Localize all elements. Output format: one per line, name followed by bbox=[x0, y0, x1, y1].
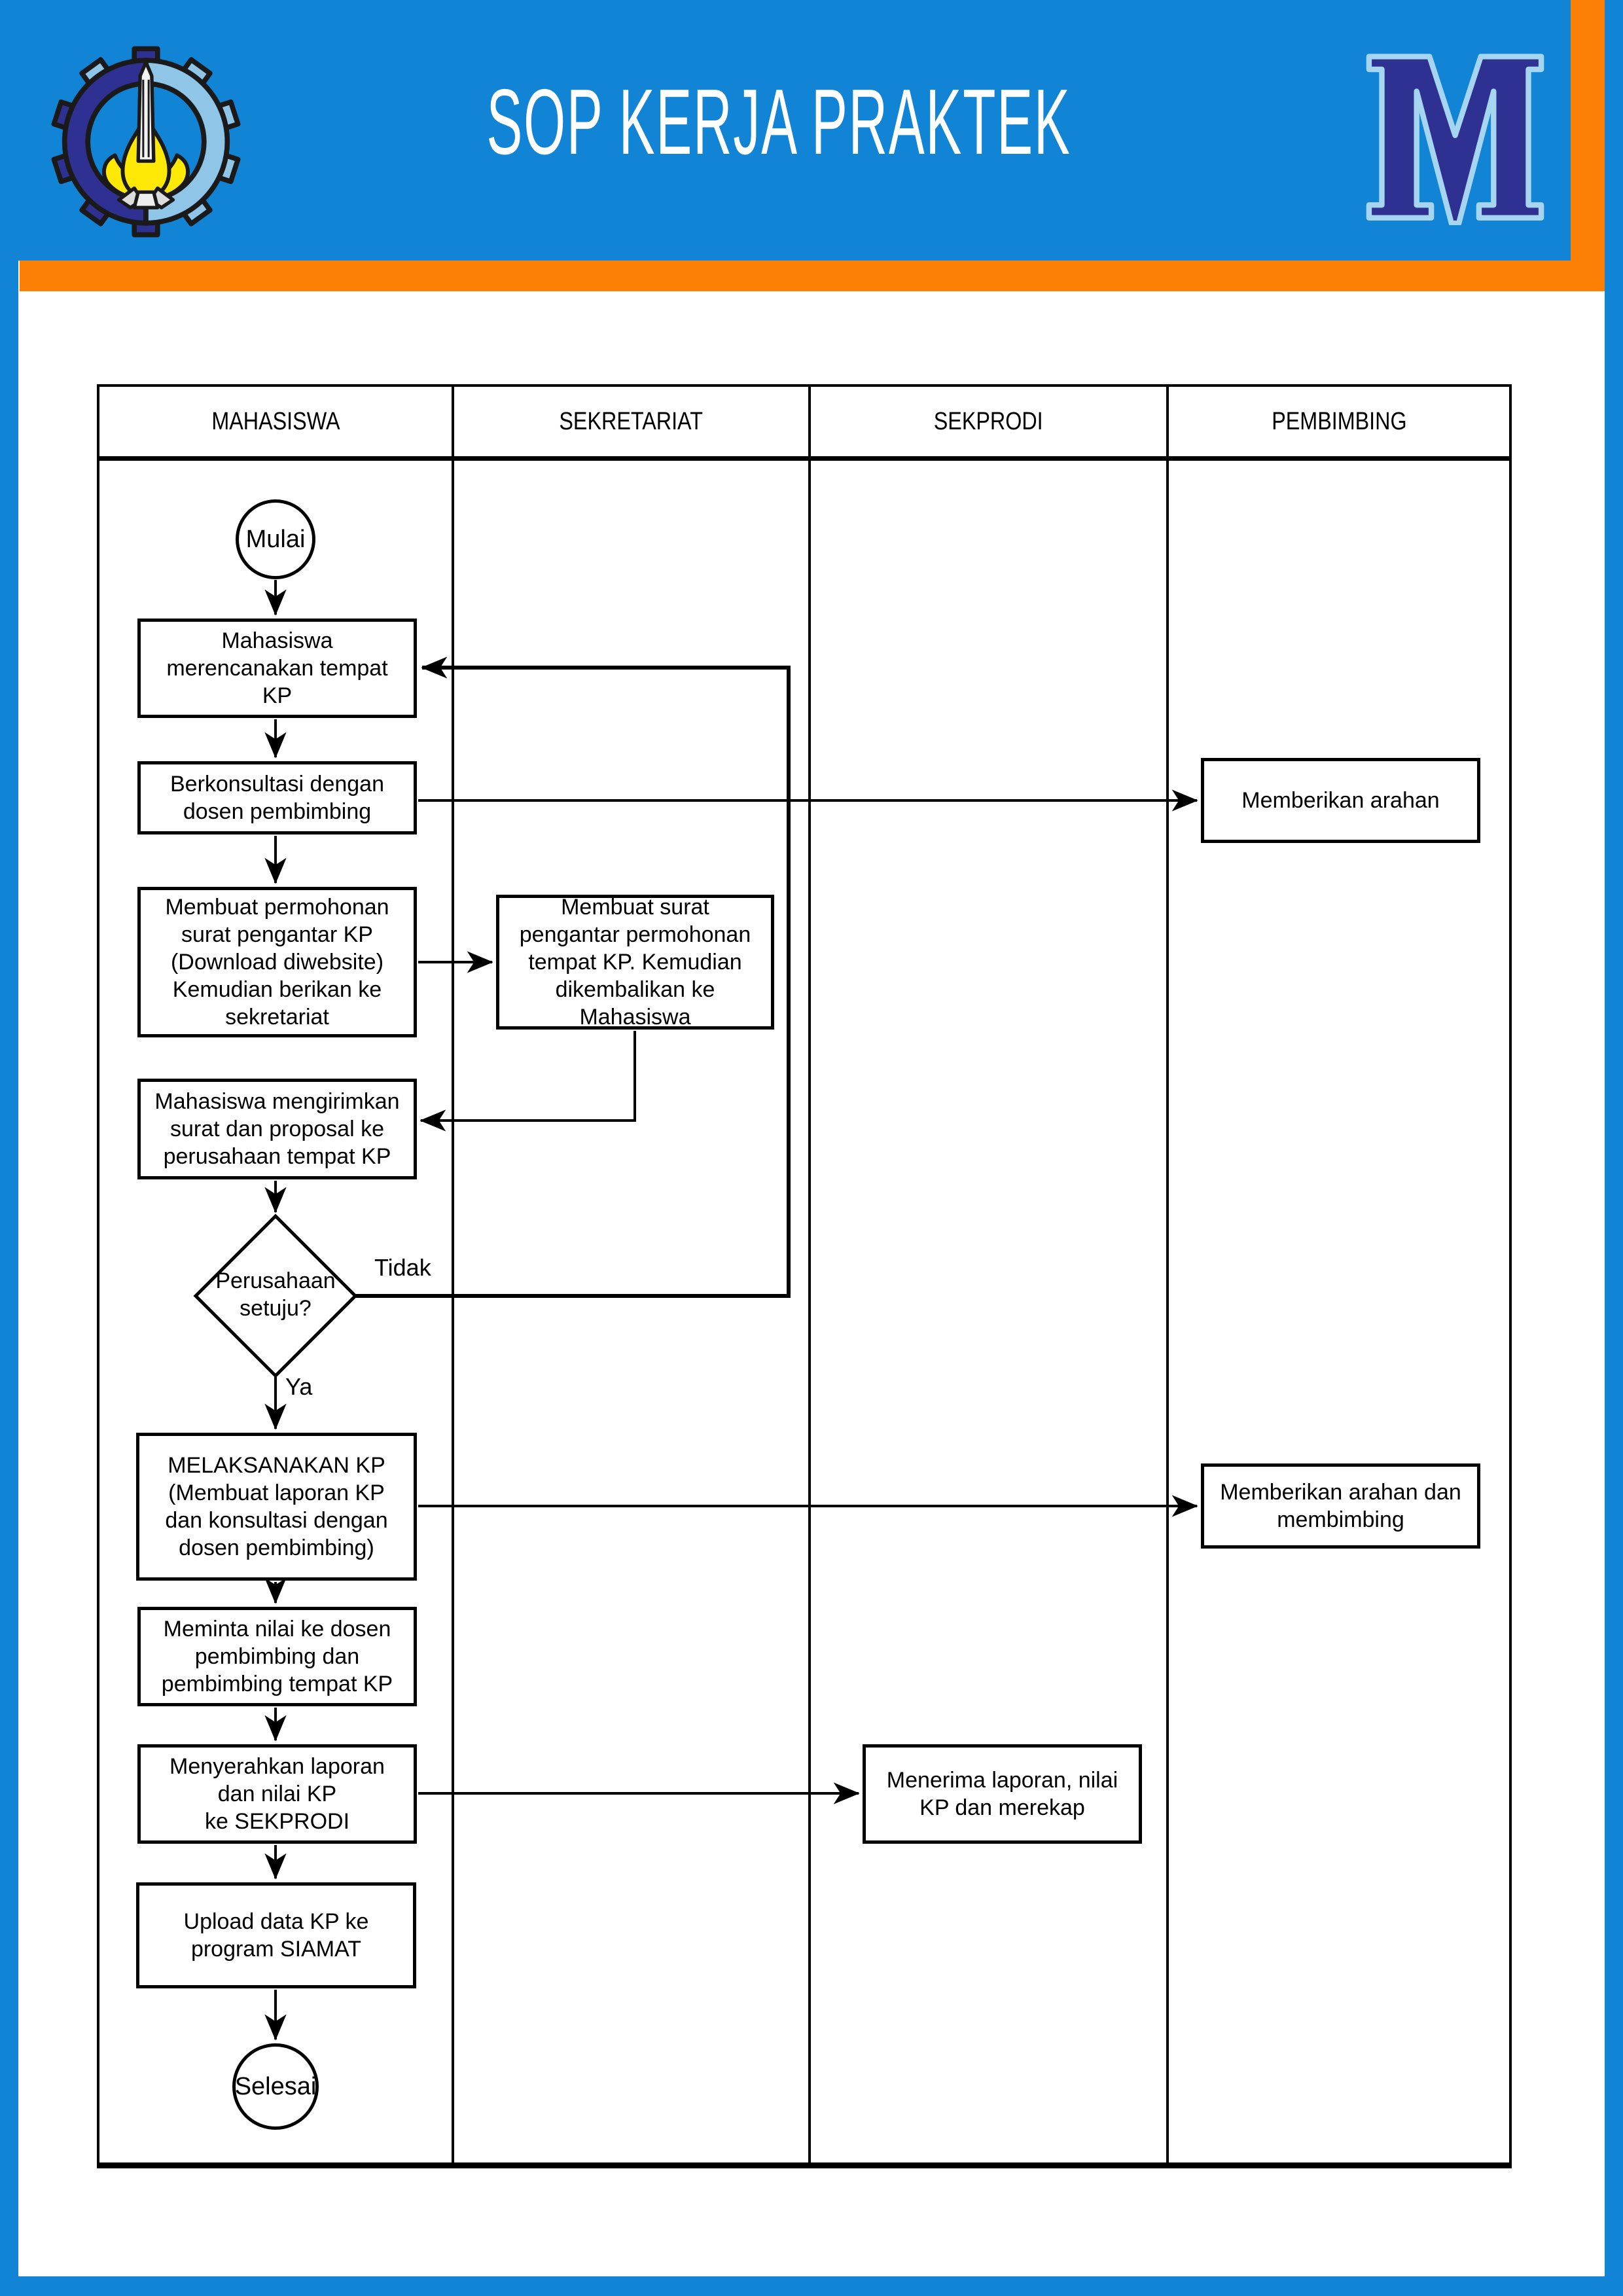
pedestal-base bbox=[116, 186, 175, 209]
node-submit-report: Menyerahkan laporan dan nilai KP ke SEKP… bbox=[137, 1744, 417, 1844]
lane-header-label: MAHASISWA bbox=[211, 407, 340, 435]
decision-no-label: Tidak bbox=[374, 1254, 431, 1281]
m-letterform bbox=[1366, 54, 1544, 225]
lane-header-pembimbing: PEMBIMBING bbox=[1169, 387, 1509, 456]
orange-accent-bar bbox=[20, 260, 1605, 291]
tower-icon bbox=[136, 60, 156, 163]
page-border-right bbox=[1605, 0, 1623, 2296]
lane-divider-2 bbox=[808, 384, 811, 2168]
orange-accent-strip bbox=[1571, 0, 1605, 291]
start-node: Mulai bbox=[236, 499, 315, 579]
decision-yes-label: Ya bbox=[285, 1373, 313, 1400]
page-border-bottom bbox=[0, 2276, 1623, 2296]
node-receive-report: Menerima laporan, nilai KP dan merekap bbox=[863, 1744, 1142, 1844]
lane-header-mahasiswa: MAHASISWA bbox=[99, 387, 452, 456]
node-consult-advisor: Berkonsultasi dengan dosen pembimbing bbox=[137, 761, 417, 834]
node-send-letter: Mahasiswa mengirimkan surat dan proposal… bbox=[137, 1079, 417, 1179]
page-title: SOP KERJA PRAKTEK bbox=[486, 70, 1071, 174]
lane-header-sekretariat: SEKRETARIAT bbox=[454, 387, 808, 456]
lane-divider-1 bbox=[452, 384, 454, 2168]
lane-header-label: PEMBIMBING bbox=[1271, 407, 1407, 435]
lane-header-label: SEKRETARIAT bbox=[559, 407, 704, 435]
end-node: Selesai bbox=[232, 2043, 319, 2130]
node-give-direction: Memberikan arahan bbox=[1201, 758, 1480, 843]
decision-question: Perusahaan setuju? bbox=[215, 1268, 336, 1321]
lane-header-label: SEKPRODI bbox=[934, 407, 1043, 435]
header-banner bbox=[0, 0, 1623, 260]
m-monogram-icon bbox=[1366, 54, 1544, 225]
lane-header-sekprodi: SEKPRODI bbox=[811, 387, 1166, 456]
node-ask-grade: Meminta nilai ke dosen pembimbing dan pe… bbox=[137, 1607, 417, 1706]
node-upload-data: Upload data KP ke program SIAMAT bbox=[136, 1882, 416, 1988]
node-make-letter: Membuat surat pengantar permohonan tempa… bbox=[496, 895, 774, 1030]
node-give-direction-guide: Memberikan arahan dan membimbing bbox=[1201, 1463, 1480, 1549]
page-border-left bbox=[0, 0, 18, 2296]
lane-header-separator bbox=[99, 456, 1509, 461]
node-do-kp: MELAKSANAKAN KP (Membuat laporan KP dan … bbox=[136, 1433, 417, 1581]
node-plan-kp: Mahasiswa merencanakan tempat KP bbox=[137, 619, 417, 718]
lane-divider-3 bbox=[1166, 384, 1169, 2168]
node-request-letter: Membuat permohonan surat pengantar KP (D… bbox=[137, 887, 417, 1037]
its-logo-icon bbox=[51, 46, 241, 238]
